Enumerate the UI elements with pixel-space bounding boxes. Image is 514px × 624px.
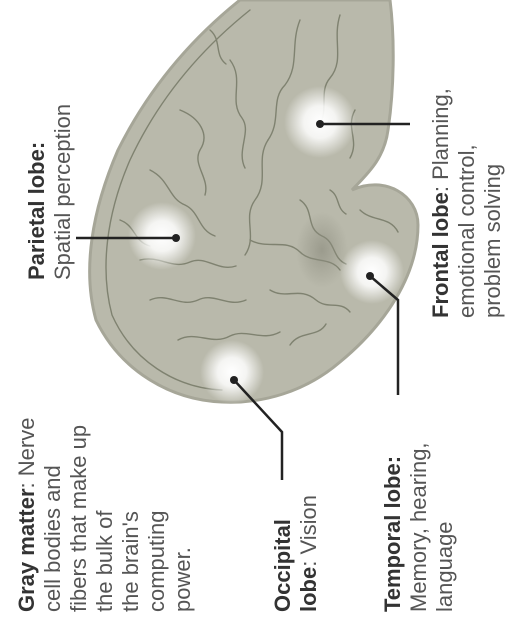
label-frontal: Frontal lobe: Planning, emotional contro… [428, 82, 505, 318]
temporal-shading [296, 212, 348, 288]
frontal-line-0: : Planning, [428, 88, 453, 192]
frontal-dot [366, 272, 374, 280]
temporal-line-1: language [432, 521, 457, 612]
occipital-highlight [200, 340, 264, 404]
occipital-heading-0: Occipital [270, 519, 295, 612]
label-temporal: Temporal lobe: Memory, hearing, language [380, 436, 457, 612]
gray-matter-line-1: cell bodies and [40, 465, 65, 612]
parietal-dot [316, 120, 324, 128]
gray-matter-line-3: the bulk of [92, 510, 117, 612]
gray-matter-heading: Gray matter [14, 488, 39, 612]
parietal-heading: Parietal lobe: [24, 142, 49, 280]
brain-illustration [90, 0, 418, 404]
gray-matter-line-4: the brain's [118, 511, 143, 612]
gray-matter-dot [172, 234, 180, 242]
occipital-text: : Vision [296, 495, 321, 567]
occipital-heading-1: lobe [296, 567, 321, 612]
frontal-heading: Frontal lobe [428, 192, 453, 318]
gray-matter-line-6: power. [170, 547, 195, 612]
label-parietal: Parietal lobe: Spatial perception [24, 104, 75, 280]
temporal-heading: Temporal lobe: [380, 456, 405, 612]
temporal-line-0: Memory, hearing, [406, 442, 431, 612]
frontal-line-1: emotional control, [454, 144, 479, 318]
frontal-line-2: problem solving [480, 164, 505, 318]
label-occipital: Occipital lobe: Vision [270, 495, 321, 612]
label-gray-matter: Gray matter: Nerve cell bodies and fiber… [14, 411, 195, 612]
gray-matter-line-2: fibers that make up [66, 425, 91, 612]
occipital-dot [230, 376, 238, 384]
gray-matter-line-0: : Nerve [14, 418, 39, 489]
gray-matter-highlight [128, 202, 196, 270]
frontal-highlight [340, 240, 404, 304]
gray-matter-line-5: computing [144, 510, 169, 612]
parietal-line-0: Spatial perception [50, 104, 75, 280]
